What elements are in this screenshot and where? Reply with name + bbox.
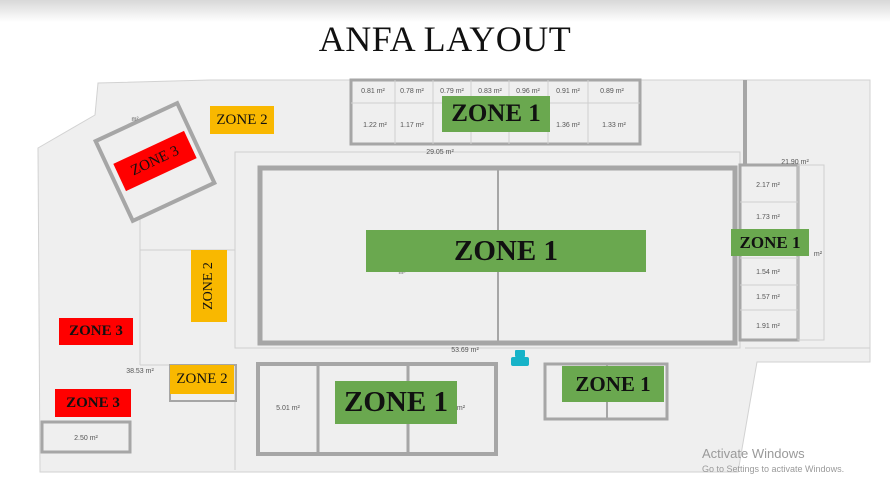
dimension-label: m²	[399, 270, 406, 276]
dimension-label: m²	[457, 405, 466, 412]
zone-2-top-left: ZONE 2	[210, 106, 274, 134]
zone-2-left-vertical: ZONE 2	[191, 250, 227, 322]
top-gradient-band	[0, 0, 890, 22]
zone-2-lower-left: ZONE 2	[170, 365, 234, 394]
zone-3-left-mid: ZONE 3	[59, 318, 133, 345]
zone-1-bottom-right: ZONE 1	[562, 366, 664, 402]
top-cell-label: 0.79 m²	[440, 88, 464, 95]
top-cell-label: 1.22 m²	[363, 122, 387, 129]
bottom-hall-outline	[256, 362, 498, 456]
zone-1-main-center: ZONE 1	[366, 230, 646, 272]
dimension-label: m²	[132, 117, 139, 123]
zone-1-bottom-center: ZONE 1	[335, 381, 457, 424]
top-cell-label: 0.78 m²	[400, 88, 424, 95]
right-cell-label: 1.54 m²	[756, 269, 780, 276]
dimension-label: 5.01 m²	[276, 405, 300, 412]
top-cell-label: 1.33 m²	[602, 122, 626, 129]
zone-3-bottom-left: ZONE 3	[55, 389, 131, 417]
watermark-line-2: Go to Settings to activate Windows.	[702, 464, 845, 474]
top-cell-label: 0.96 m²	[516, 88, 540, 95]
zone-1-right-column: ZONE 1	[731, 229, 809, 256]
dimension-label: 2.50 m²	[74, 435, 98, 442]
dimension-label: 29.05 m²	[426, 149, 454, 156]
top-cell-label: 1.17 m²	[400, 122, 424, 129]
top-cell-label: 0.83 m²	[478, 88, 502, 95]
dimension-label: 21.90 m²	[781, 159, 809, 166]
top-cell-label: 0.91 m²	[556, 88, 580, 95]
right-cell-label: 1.73 m²	[756, 214, 780, 221]
right-cell-label: 1.57 m²	[756, 294, 780, 301]
top-cell-label: 0.81 m²	[361, 88, 385, 95]
dimension-label: 53.69 m²	[451, 347, 479, 354]
page-title: ANFA LAYOUT	[318, 19, 572, 59]
top-cells-block	[349, 78, 642, 146]
top-cell-label: 1.36 m²	[556, 122, 580, 129]
rotated-booth-outline	[92, 100, 218, 224]
zone-1-top-center: ZONE 1	[442, 96, 550, 132]
dimension-label: m²	[814, 251, 823, 258]
zone-2-left-vertical-label: ZONE 2	[201, 262, 217, 310]
watermark-line-1: Activate Windows	[702, 446, 805, 461]
right-cell-label: 1.91 m²	[756, 323, 780, 330]
dimension-label: 38.53 m²	[126, 368, 154, 375]
camera-marker-icon	[511, 350, 529, 366]
bottom-left-box-outline	[40, 420, 132, 454]
right-cell-label: 2.17 m²	[756, 182, 780, 189]
top-cell-label: 0.89 m²	[600, 88, 624, 95]
